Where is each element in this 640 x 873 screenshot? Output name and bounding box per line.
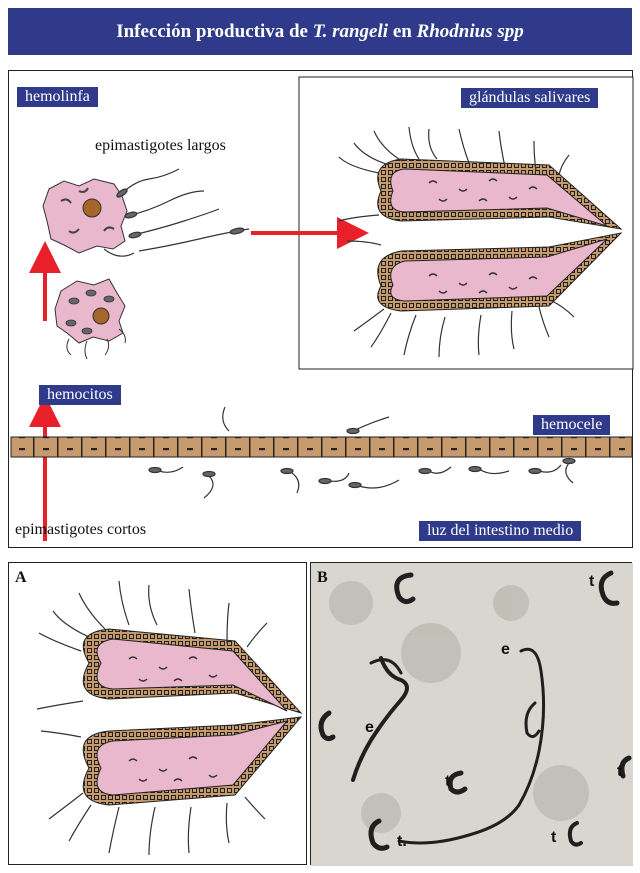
label-hemocele: hemocele [533,415,610,435]
title-species: T. rangeli [313,21,388,43]
micrograph-label-e-right: e [501,641,510,659]
micrograph-label-t-bottom-left: t. [397,833,407,851]
hemocyte-large [43,179,127,253]
title-prefix: Infección productiva de [116,21,308,43]
panel-a: A [8,562,307,865]
text-epimastigotes-largos: epimastigotes largos [95,137,226,155]
infection-diagram-panel: hemolinfa glándulas salivares epimastigo… [8,70,633,548]
midgut-epithelium [11,437,632,457]
hemocyte-small [55,279,125,359]
title-middle: en [393,21,412,43]
title-genus: Rhodnius spp [417,21,524,43]
panel-a-salivary-glands [83,629,301,805]
text-epimastigotes-cortos: epimastigotes cortos [15,521,146,539]
panel-b-letter: B [317,569,328,587]
micrograph-svg [311,563,633,866]
label-hemolinfa: hemolinfa [17,87,98,107]
figure-title: Infección productiva de T. rangeli en Rh… [8,8,632,55]
panel-a-glands-svg [9,563,308,866]
micrograph-label-t-topright: t [589,573,594,591]
label-hemocitos: hemocitos [39,385,121,405]
micrograph-label-t-right: t [617,763,622,781]
label-glandulas: glándulas salivares [461,88,598,108]
micrograph-label-t-lower-right: t [551,829,556,847]
micrograph-label-e-left: e [365,719,374,737]
micrograph-label-t-middle: t [445,773,450,791]
panel-a-trypanosome-tufts [37,581,267,855]
panel-b-micrograph: B t e e t t t t. [310,562,632,865]
label-luz-intestino: luz del intestino medio [419,521,581,541]
